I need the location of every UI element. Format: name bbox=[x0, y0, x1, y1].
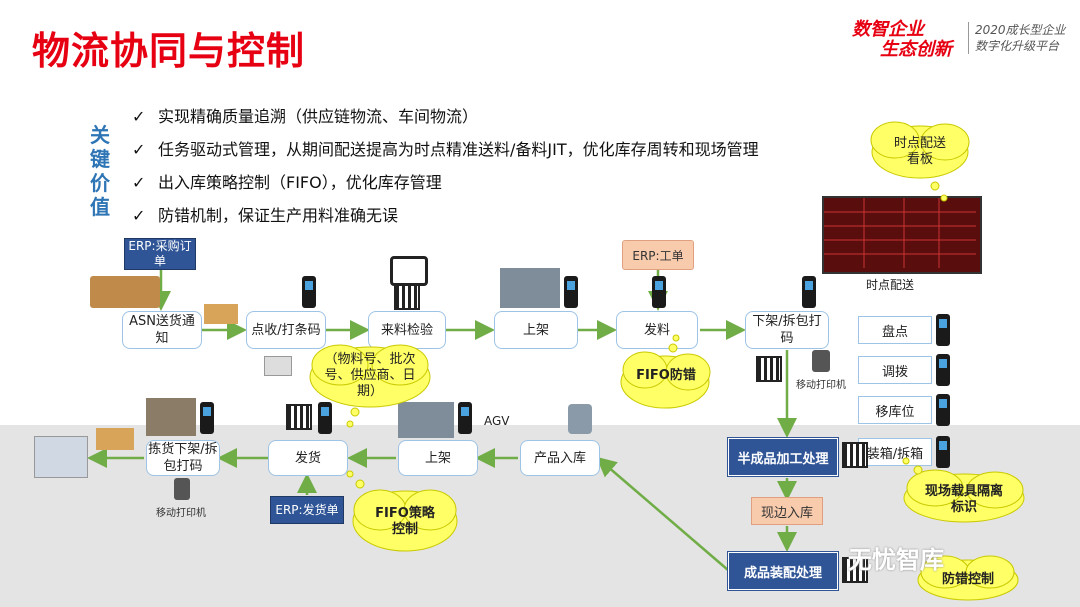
cloud-material-info: （物料号、批次号、供应商、日期） bbox=[318, 352, 422, 400]
cloud-carrier-marking: 现场载具隔离标识 bbox=[922, 484, 1006, 516]
cloud-delivery-board: 时点配送看板 bbox=[888, 136, 952, 168]
watermark: 无忧智库 bbox=[848, 540, 944, 575]
cloud-fifo-error: FIFO防错 bbox=[636, 368, 696, 384]
cloud-fifo-strategy: FIFO策略控制 bbox=[372, 506, 438, 538]
